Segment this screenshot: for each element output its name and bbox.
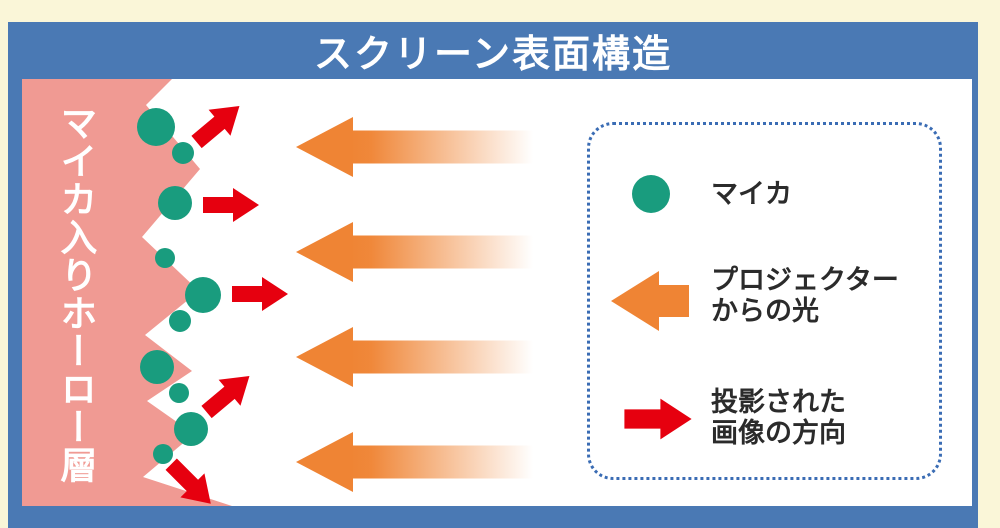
- legend-label-projected-image: 投影された 画像の方向: [711, 387, 846, 449]
- mica-particle-3: [158, 186, 192, 220]
- mica-particle-1: [137, 108, 175, 146]
- red-right-arrow-icon: [624, 398, 692, 440]
- legend-label-projector-light: プロジェクター からの光: [711, 265, 899, 327]
- projected-image-arrow-1: [191, 106, 240, 149]
- mica-particle-8: [169, 383, 189, 403]
- mica-particle-9: [174, 412, 208, 446]
- projected-image-arrow-2: [203, 188, 259, 222]
- enamel-layer-label: マイカ入りホーロー層: [54, 104, 96, 484]
- legend-label-projector-light-line2: からの光: [711, 296, 819, 326]
- projected-image-arrow-5: [165, 458, 211, 504]
- legend-label-mica: マイカ: [711, 179, 792, 210]
- mica-particle-10: [153, 444, 173, 464]
- projector-light-arrow-1: [296, 117, 533, 177]
- mica-particle-5: [185, 277, 221, 313]
- mica-particle-4: [155, 248, 175, 268]
- diagram-svg: [22, 79, 533, 506]
- mica-particle-7: [140, 350, 174, 384]
- projector-light-arrow-3: [296, 327, 533, 387]
- legend-label-projected-image-line1: 投影された: [711, 387, 846, 417]
- title-bar: スクリーン表面構造: [8, 22, 978, 79]
- legend-label-projected-image-line2: 画像の方向: [711, 418, 846, 448]
- legend-box: マイカ プロジェクター からの光 投影された 画像の方向: [587, 122, 942, 480]
- legend-label-mica-line: マイカ: [711, 179, 792, 209]
- enamel-band: [22, 79, 232, 506]
- projected-image-arrow-3: [232, 277, 288, 311]
- page-title: スクリーン表面構造: [313, 34, 673, 76]
- mica-particle-6: [169, 310, 191, 332]
- projector-light-arrow-4: [296, 432, 533, 492]
- mica-particle-2: [172, 142, 194, 164]
- projected-image-arrow-4: [201, 376, 250, 419]
- diagram-frame: スクリーン表面構造 マイカ入りホーロー層 マイカ プロジェクター からの光: [8, 22, 978, 528]
- legend-label-projector-light-line1: プロジェクター: [711, 265, 899, 295]
- mica-circle-icon: [632, 175, 670, 213]
- projector-light-arrow-2: [296, 222, 533, 282]
- orange-left-arrow-icon: [611, 271, 689, 331]
- diagram-content: マイカ入りホーロー層 マイカ プロジェクター からの光 投影: [22, 79, 972, 506]
